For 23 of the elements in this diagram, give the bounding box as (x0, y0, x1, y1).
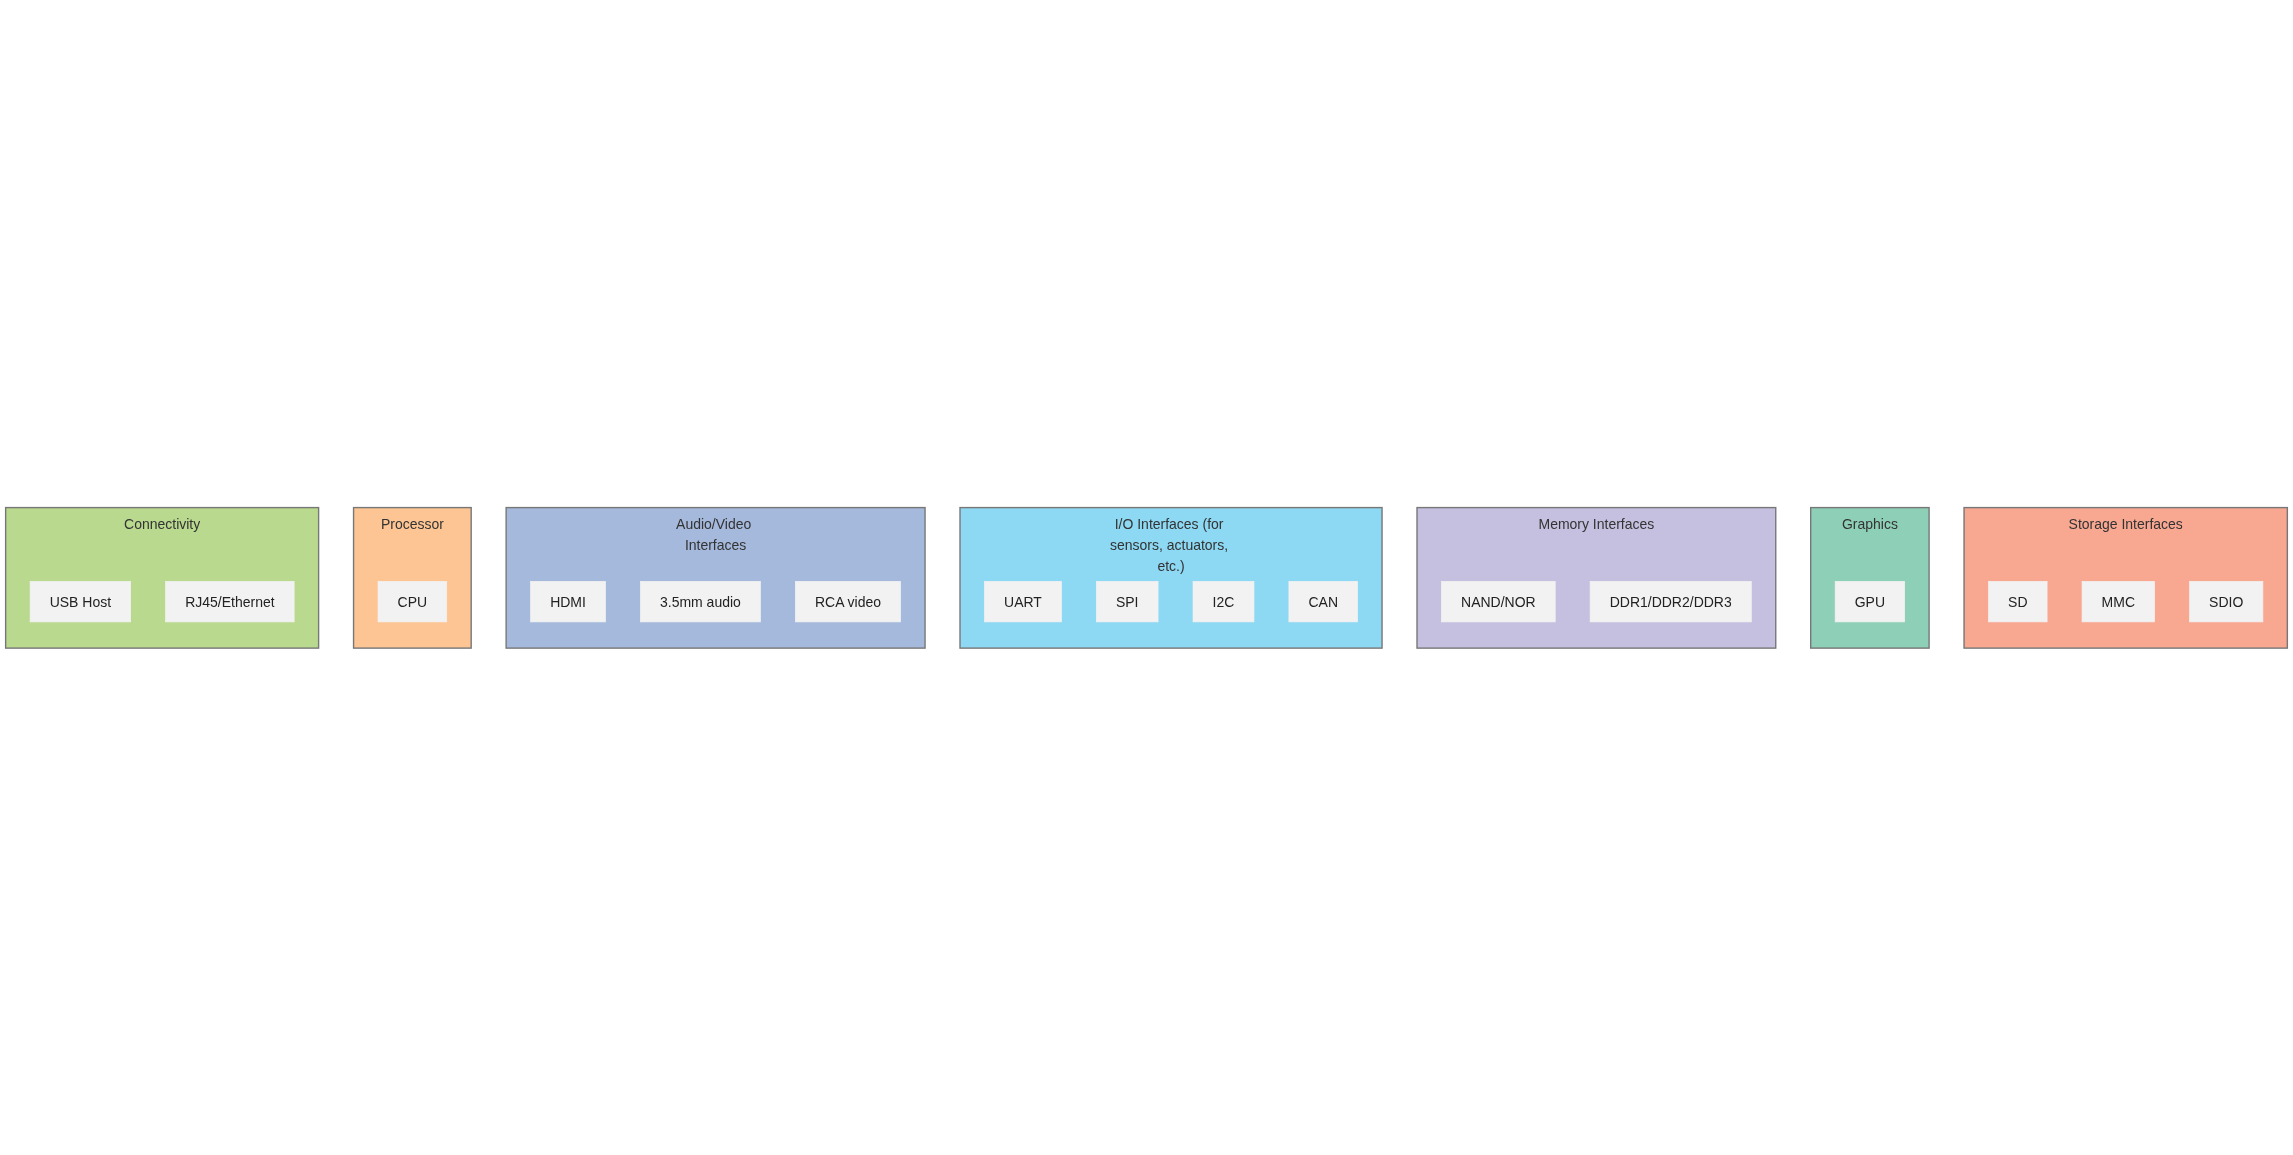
cluster (1416, 506, 1777, 649)
cluster (959, 506, 1383, 649)
cluster (1810, 506, 1930, 649)
node-box (1441, 580, 1556, 622)
node-box (1096, 580, 1159, 622)
cluster (505, 506, 926, 649)
node-box (1834, 580, 1905, 622)
cluster (4, 506, 320, 649)
node-box (530, 580, 606, 622)
node-box (1988, 580, 2048, 622)
node-box (640, 580, 761, 622)
node-box (1288, 580, 1358, 622)
node-box (2081, 580, 2155, 622)
node-box (984, 580, 1062, 622)
node-box (1589, 580, 1752, 622)
node-box (29, 580, 131, 622)
cluster (352, 506, 472, 649)
node-box (795, 580, 901, 622)
node-box (2189, 580, 2264, 622)
cluster (1963, 506, 2289, 649)
node-box (1192, 580, 1255, 622)
node-box (165, 580, 295, 622)
node-box (377, 580, 448, 622)
